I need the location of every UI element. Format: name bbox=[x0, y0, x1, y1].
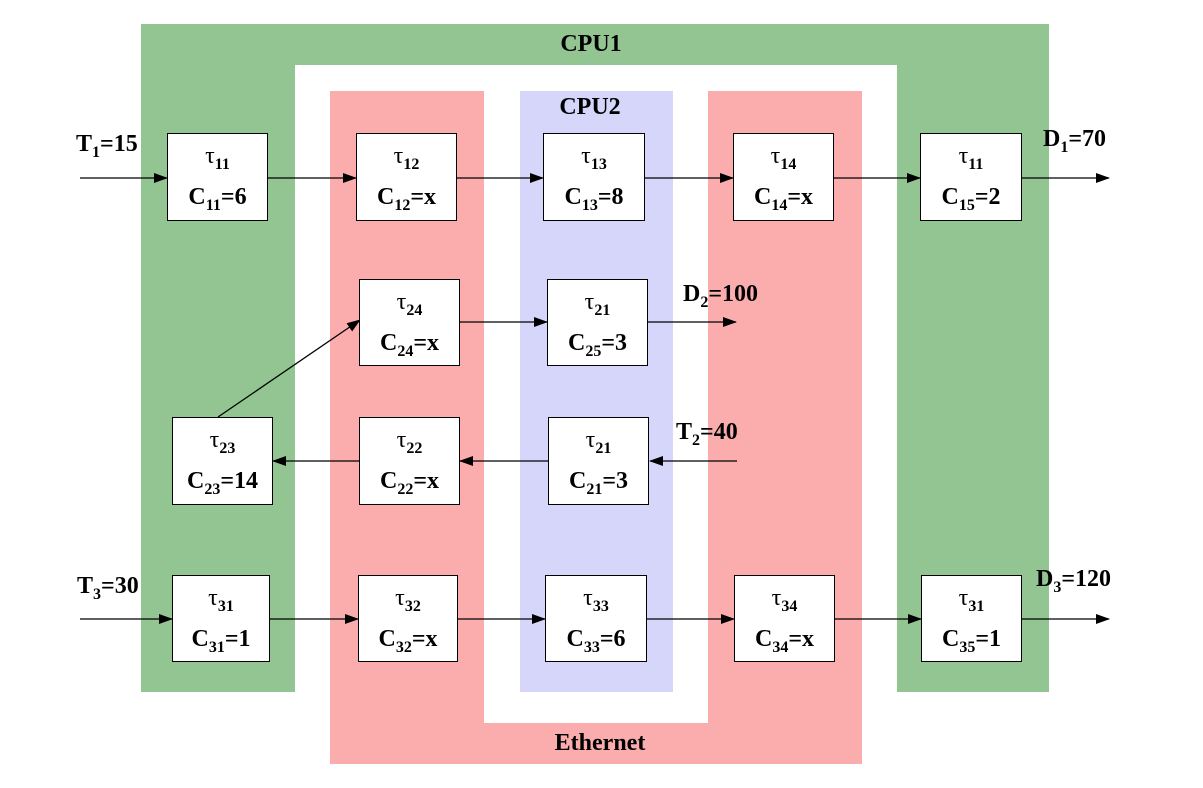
task-tau23-c23: τ23 C23=14 bbox=[172, 417, 273, 505]
arrow-23-24 bbox=[217, 319, 361, 418]
period-t3-label: T3=30 bbox=[77, 573, 139, 603]
ethernet-title: Ethernet bbox=[554, 730, 646, 756]
task-tau31-c31: τ31 C31=1 bbox=[172, 575, 270, 662]
period-t2-label: T2=40 bbox=[676, 419, 738, 449]
task-tau24-c24: τ24 C24=x bbox=[359, 279, 460, 366]
deadline-d1-label: D1=70 bbox=[1043, 126, 1107, 156]
ethernet-region-bottom bbox=[330, 723, 862, 764]
task-tau21-c25: τ21 C25=3 bbox=[547, 279, 648, 366]
task-tau11-c11: τ11 C11=6 bbox=[167, 133, 268, 221]
task-tau12-c12: τ12 C12=x bbox=[356, 133, 457, 221]
task-tau31-c35: τ31 C35=1 bbox=[921, 575, 1022, 662]
deadline-d2-label: D2=100 bbox=[683, 281, 759, 311]
task-tau21-c21: τ21 C21=3 bbox=[548, 417, 649, 505]
task-tau32-c32: τ32 C32=x bbox=[358, 575, 458, 662]
task-tau33-c33: τ33 C33=6 bbox=[545, 575, 647, 662]
task-tau34-c34: τ34 C34=x bbox=[734, 575, 835, 662]
task-tau22-c22: τ22 C22=x bbox=[359, 417, 460, 505]
task-tau14-c14: τ14 C14=x bbox=[733, 133, 834, 221]
deadline-d3-label: D3=120 bbox=[1036, 566, 1112, 596]
cpu2-title: CPU2 bbox=[559, 94, 621, 120]
cpu1-title: CPU1 bbox=[560, 31, 622, 57]
period-t1-label: T1=15 bbox=[76, 131, 138, 161]
task-tau11-c15: τ11 C15=2 bbox=[920, 133, 1022, 221]
task-tau13-c13: τ13 C13=8 bbox=[543, 133, 645, 221]
